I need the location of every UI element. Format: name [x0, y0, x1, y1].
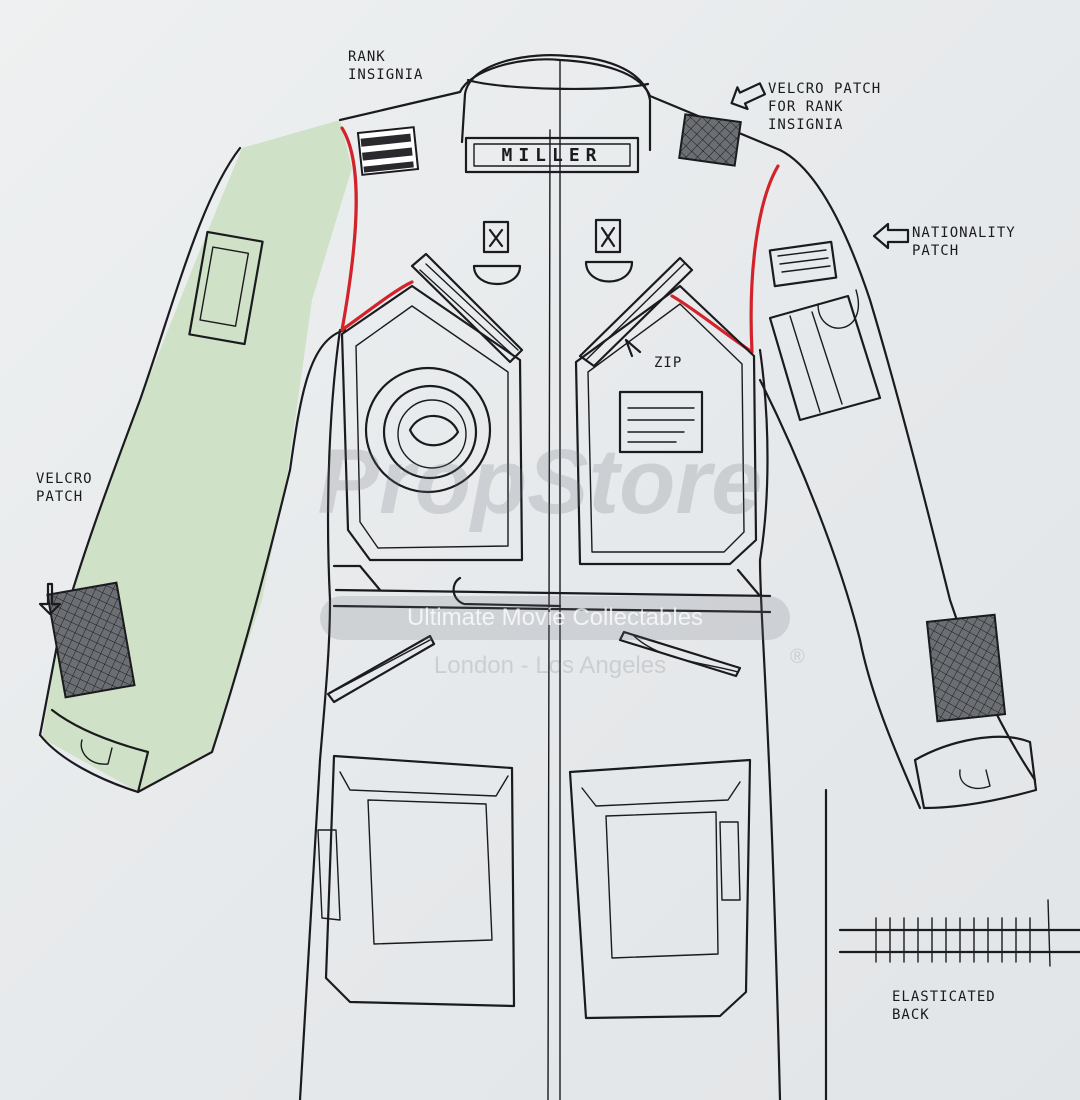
- right-cargo-pocket: [568, 758, 752, 1020]
- name-tag-text: MILLER: [501, 144, 603, 166]
- left-cuff-tab: [80, 739, 113, 765]
- right-cuff: [913, 735, 1038, 810]
- down-arrow-icon: [38, 582, 62, 616]
- waist-belt: [332, 564, 772, 614]
- mission-patch-outer: [364, 366, 492, 494]
- label-rank-insignia: RANK INSIGNIA: [348, 49, 424, 83]
- id-card-patch: [618, 390, 704, 454]
- right-chest-pocket: [574, 284, 758, 566]
- elasticated-back-frame: [824, 788, 1080, 1100]
- name-tag-box: [464, 136, 640, 174]
- shoulder-velcro-patch: [678, 113, 742, 167]
- left-pen-slot: [317, 829, 341, 921]
- right-pen-slot: [719, 821, 741, 901]
- left-cuff: [38, 708, 150, 794]
- velcro-callout-arrow-icon: [730, 82, 767, 111]
- mission-patch-ring: [382, 384, 478, 480]
- left-red-piping: [340, 126, 414, 332]
- label-velcro-patch-rank: VELCRO PATCH FOR RANK INSIGNIA: [768, 81, 882, 133]
- rank-stripe-2: [362, 147, 413, 161]
- left-chest-zipper-teeth: [419, 263, 519, 357]
- collar: [460, 54, 652, 152]
- rank-stripe-3: [363, 161, 414, 173]
- name-tag-inner: [473, 143, 631, 167]
- watermark-registered: ®: [790, 646, 805, 668]
- left-thigh-zipper: [326, 634, 436, 704]
- watermark-cities: London - Los Angeles: [433, 652, 667, 679]
- left-thigh-zipper-teeth: [335, 639, 431, 691]
- label-elasticated-back: ELASTICATED BACK: [892, 989, 996, 1023]
- right-thigh-zipper-teeth: [633, 635, 739, 673]
- left-sleeve-pocket: [188, 230, 264, 346]
- flag-stripes: [777, 249, 831, 273]
- left-chest-zipper: [410, 252, 524, 364]
- right-velcro-patch: [925, 613, 1007, 723]
- elastic-edge: [1047, 899, 1051, 967]
- left-chest-tab: [482, 220, 510, 254]
- right-arm-pocket-flap: [789, 289, 859, 413]
- left-chest-loop: [472, 264, 522, 286]
- nationality-flag-patch: [768, 240, 838, 288]
- watermark-tagline: Ultimate Movie Collectables: [320, 596, 790, 640]
- left-velcro-patch: [46, 581, 136, 699]
- label-zip: ZIP: [654, 355, 683, 371]
- right-chest-pocket-inner: [587, 303, 745, 553]
- right-arm-pocket: [768, 294, 882, 422]
- right-chest-loop: [584, 260, 634, 283]
- belt-buckle: [452, 576, 562, 608]
- nationality-callout-arrow-icon: [872, 222, 910, 250]
- center-zip-edge: [547, 129, 551, 1100]
- left-sleeve-pocket-flap: [199, 246, 250, 327]
- left-sleeve-outline: [38, 146, 347, 794]
- elastic-gathers: [875, 917, 1031, 963]
- label-velcro-patch-sleeve: VELCRO PATCH: [36, 471, 93, 505]
- label-nationality-patch: NATIONALITY PATCH: [912, 225, 1016, 259]
- left-cargo-pocket-flap: [339, 771, 509, 945]
- left-cargo-pocket: [324, 754, 516, 1008]
- left-chest-pocket: [340, 284, 524, 562]
- watermark-brand: PropStore: [317, 431, 763, 533]
- right-chest-tab: [594, 218, 622, 254]
- right-cargo-pocket-flap: [581, 781, 741, 959]
- right-chest-zipper: [578, 256, 694, 368]
- mission-patch-emblem: [408, 414, 460, 447]
- right-red-piping: [670, 164, 780, 354]
- mission-patch-inner: [397, 399, 467, 469]
- rank-stripe-1: [360, 133, 412, 147]
- right-thigh-zipper: [618, 630, 742, 678]
- id-card-lines: [627, 407, 695, 443]
- right-cuff-tab: [959, 769, 991, 789]
- left-chest-pocket-inner: [355, 305, 509, 549]
